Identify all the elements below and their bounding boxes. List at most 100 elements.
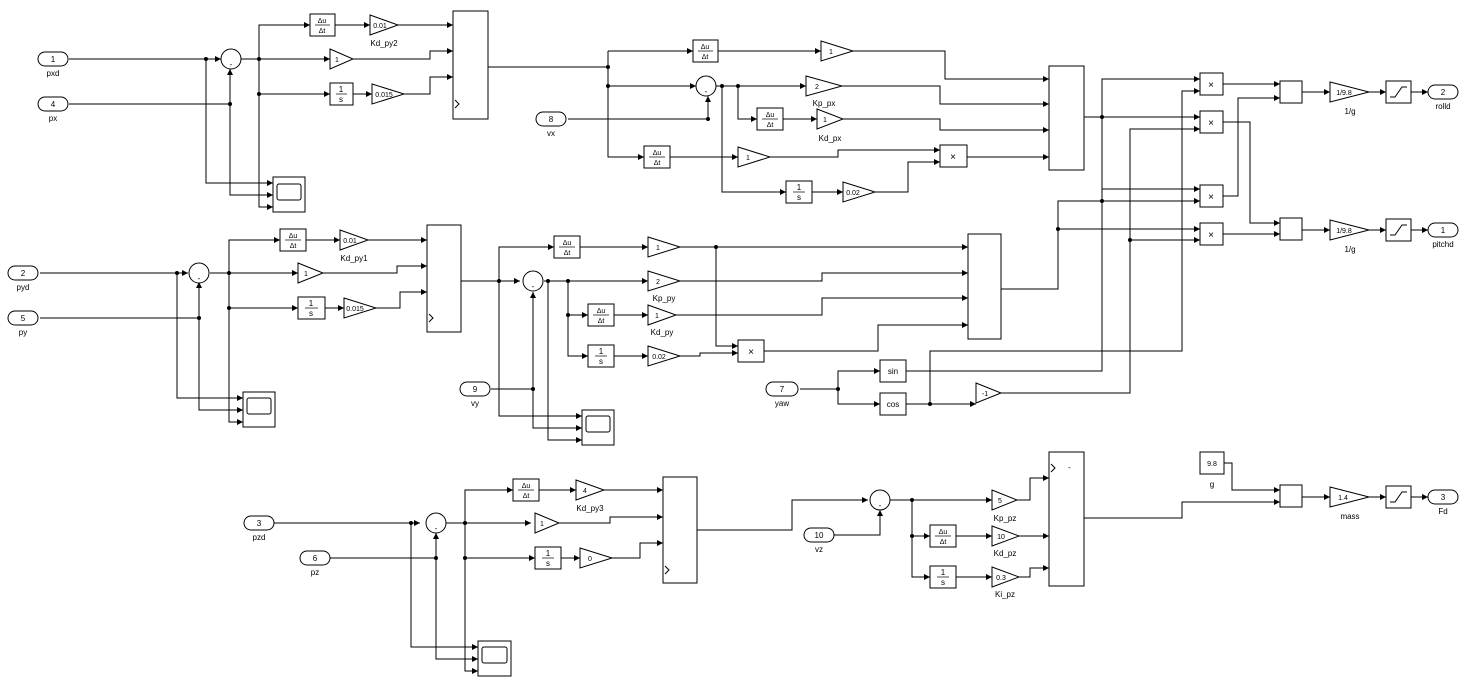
svg-text:1: 1	[339, 85, 344, 94]
svg-text:s: s	[797, 193, 801, 202]
scope-block[interactable]	[272, 176, 306, 213]
svg-text:5: 5	[998, 498, 1002, 505]
mux-block[interactable]: -	[1048, 451, 1085, 587]
gain-block[interactable]: 1 Kd_py	[647, 304, 678, 337]
gain-block[interactable]: 0.01 Kd_py1	[339, 229, 370, 263]
inport-vx[interactable]: 8 vx	[535, 111, 567, 138]
gain-block[interactable]: 1	[297, 262, 325, 284]
product-block[interactable]: ×	[939, 144, 968, 168]
gain-block[interactable]: 1	[737, 146, 772, 168]
derivative-block[interactable]: Δu Δt	[553, 235, 581, 259]
svg-text:s: s	[546, 559, 550, 568]
sin-block[interactable]: sin	[879, 359, 907, 383]
inport-px[interactable]: 4 px	[37, 96, 69, 123]
gain-block[interactable]: 0.02	[842, 181, 877, 203]
derivative-block[interactable]: Δu Δt	[512, 478, 540, 502]
mux-block[interactable]	[426, 224, 462, 333]
saturation-block[interactable]	[1385, 485, 1412, 509]
svg-text:×: ×	[1208, 118, 1214, 129]
integrator-block[interactable]: 1 s	[534, 546, 562, 570]
sum-block-x[interactable]: -	[220, 48, 242, 70]
inport-pyd[interactable]: 2 pyd	[7, 265, 39, 292]
svg-text:yaw: yaw	[775, 399, 789, 408]
mux-block[interactable]	[452, 10, 489, 120]
product-block[interactable]: ×	[1199, 222, 1224, 246]
saturation-block[interactable]	[1385, 80, 1412, 104]
gain-block[interactable]: 1/9.8 1/g	[1329, 81, 1370, 116]
svg-text:pxd: pxd	[47, 69, 60, 78]
inport-py[interactable]: 5 py	[7, 310, 39, 337]
sum-rect-block[interactable]	[1279, 217, 1303, 241]
gain-block[interactable]: 0	[579, 547, 614, 569]
gain-block[interactable]: 0.3 Ki_pz	[991, 566, 1021, 599]
mux-block[interactable]	[967, 233, 1002, 340]
gain-block[interactable]: 4 Kd_py3	[575, 479, 606, 513]
gain-block[interactable]: 1	[534, 512, 561, 534]
svg-text:1: 1	[656, 245, 660, 252]
integrator-block[interactable]: 1 s	[297, 296, 326, 320]
gain-block[interactable]: -1	[975, 382, 1003, 404]
derivative-block[interactable]: Δu Δt	[587, 303, 615, 327]
gain-block[interactable]: 2 Kp_py	[647, 270, 682, 303]
integrator-block[interactable]: 1 s	[785, 180, 813, 204]
inport-vz[interactable]: 10 vz	[803, 527, 835, 554]
sum-rect-block[interactable]	[1279, 80, 1303, 104]
gain-block[interactable]: 1	[820, 40, 855, 62]
mux-block[interactable]	[662, 476, 698, 584]
inport-pz[interactable]: 6 pz	[299, 550, 331, 577]
derivative-block[interactable]: Δu Δt	[643, 145, 671, 169]
mux-block[interactable]	[1048, 65, 1085, 171]
inport-yaw[interactable]: 7 yaw	[765, 381, 799, 408]
sum-block-y[interactable]: -	[188, 262, 210, 284]
derivative-block[interactable]: Δu Δt	[692, 39, 719, 63]
svg-text:6: 6	[313, 554, 318, 563]
integrator-block[interactable]: 1 s	[587, 344, 615, 368]
gain-block[interactable]: 1	[647, 236, 682, 258]
outport-rolld[interactable]: 2 rolld	[1427, 84, 1459, 111]
inport-pxd[interactable]: 1 pxd	[37, 51, 69, 78]
svg-text:px: px	[49, 114, 57, 123]
product-block[interactable]: ×	[1199, 72, 1224, 96]
gain-block[interactable]: 1 Kd_px	[816, 108, 845, 143]
sum-block-vx[interactable]: -	[695, 75, 717, 97]
svg-text:vx: vx	[547, 129, 555, 138]
derivative-block[interactable]: Δu Δt	[756, 107, 784, 131]
svg-text:×: ×	[748, 347, 754, 358]
svg-text:0: 0	[588, 556, 592, 563]
outport-Fd[interactable]: 3 Fd	[1427, 489, 1459, 516]
inport-vy[interactable]: 9 vy	[459, 381, 491, 408]
inport-pzd[interactable]: 3 pzd	[243, 515, 275, 542]
gain-block[interactable]: 1.4 mass	[1329, 486, 1370, 521]
gain-block[interactable]: 0.015	[371, 83, 406, 105]
derivative-block[interactable]: Δu Δt	[309, 13, 336, 37]
derivative-block[interactable]: Δu Δt	[279, 228, 307, 252]
outport-pitchd[interactable]: 1 pitchd	[1427, 222, 1459, 249]
scope-block[interactable]	[477, 640, 512, 677]
gain-block[interactable]: 0.01 Kd_py2	[369, 14, 400, 48]
product-block[interactable]: ×	[1199, 184, 1224, 208]
gain-block[interactable]: 5 Kp_pz	[991, 489, 1019, 523]
svg-text:1: 1	[309, 299, 314, 308]
scope-block[interactable]	[242, 391, 276, 428]
sum-rect-block[interactable]	[1279, 484, 1303, 508]
cos-block[interactable]: cos	[879, 392, 907, 416]
gain-block[interactable]: 10 Kd_pz	[991, 525, 1021, 558]
product-block[interactable]: ×	[737, 339, 765, 363]
svg-text:1/9.8: 1/9.8	[1336, 90, 1352, 97]
gain-block[interactable]: 0.02	[647, 345, 682, 367]
saturation-block[interactable]	[1385, 218, 1412, 242]
integrator-block[interactable]: 1 s	[329, 82, 354, 106]
integrator-block[interactable]: 1 s	[929, 565, 957, 589]
gain-block[interactable]: 1/9.8 1/g	[1329, 219, 1370, 254]
sum-block-vz[interactable]: -	[869, 489, 891, 511]
sum-block-vy[interactable]: -	[522, 270, 544, 292]
product-block[interactable]: ×	[1199, 110, 1224, 134]
svg-text:1: 1	[51, 55, 56, 64]
scope-block[interactable]	[581, 409, 615, 446]
constant-block[interactable]: 9.8 g	[1199, 451, 1225, 489]
gain-block[interactable]: 1	[329, 48, 355, 70]
derivative-block[interactable]: Δu Δt	[929, 524, 957, 548]
sum-block-z[interactable]: -	[425, 512, 447, 534]
gain-block[interactable]: 2 Kp_px	[805, 75, 844, 108]
gain-block[interactable]: 0.015	[343, 297, 378, 319]
